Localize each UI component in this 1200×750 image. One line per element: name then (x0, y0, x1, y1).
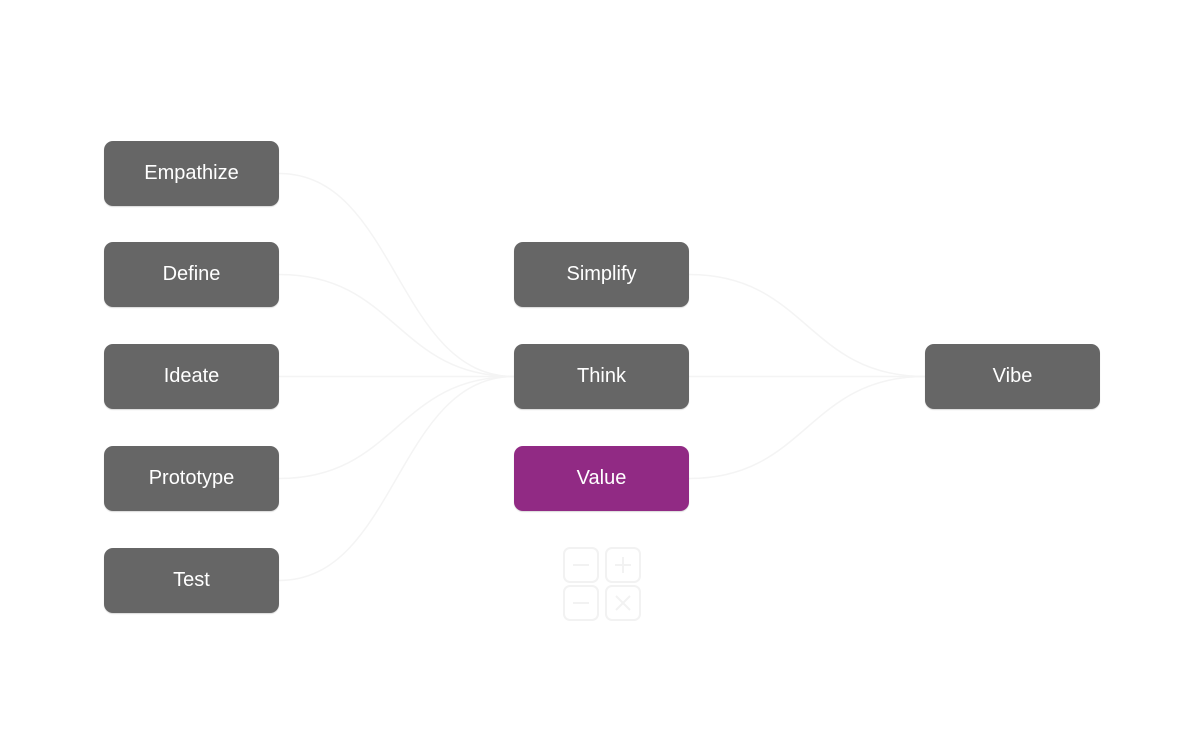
node-define[interactable]: Define (104, 242, 279, 307)
node-test[interactable]: Test (104, 548, 279, 613)
connector-empathize-think (278, 172, 515, 378)
connector-prototype-think (278, 375, 515, 480)
node-think[interactable]: Think (514, 344, 689, 409)
node-empathize[interactable]: Empathize (104, 141, 279, 206)
connector-define-think (278, 273, 515, 378)
connector-value-vibe (688, 375, 926, 480)
node-ideate[interactable]: Ideate (104, 344, 279, 409)
calculator-icon (563, 547, 641, 621)
connector-test-think (278, 375, 515, 582)
node-value[interactable]: Value (514, 446, 689, 511)
node-prototype[interactable]: Prototype (104, 446, 279, 511)
node-vibe[interactable]: Vibe (925, 344, 1100, 409)
node-simplify[interactable]: Simplify (514, 242, 689, 307)
connector-simplify-vibe (688, 273, 926, 378)
